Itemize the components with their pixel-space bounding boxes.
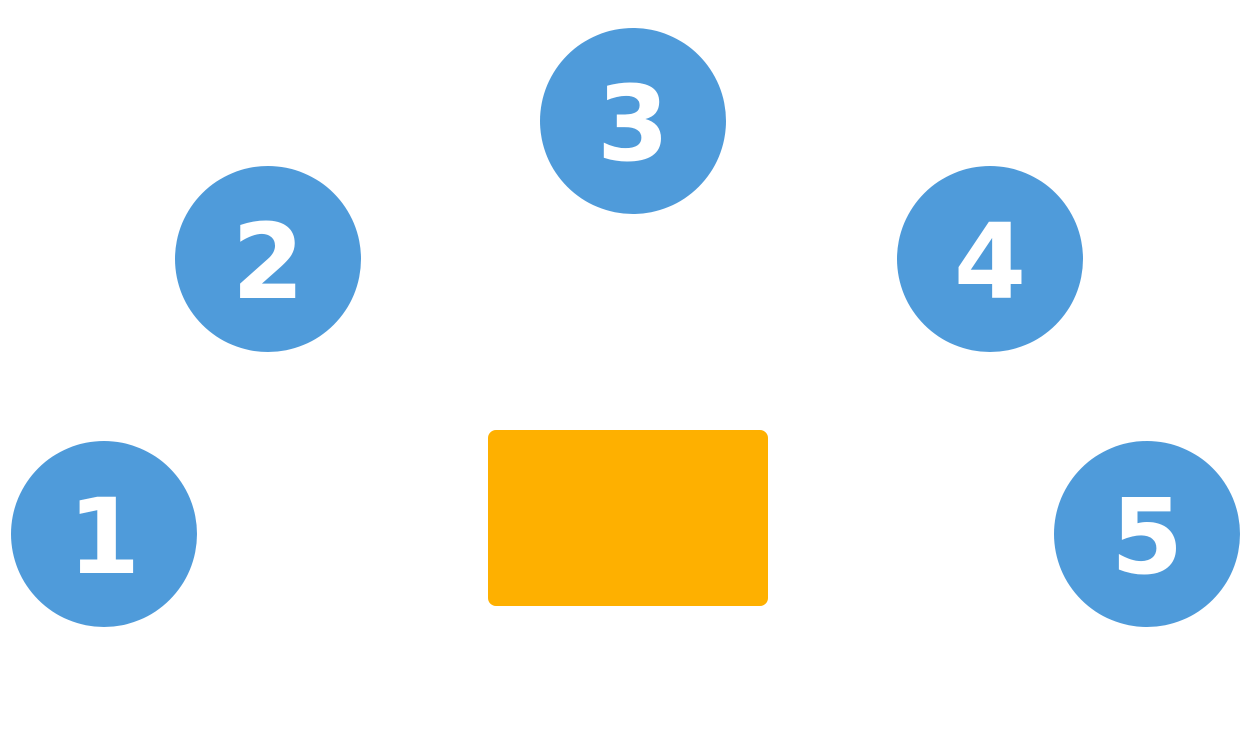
node-label-2: 2 (231, 201, 305, 323)
node-label-1: 1 (67, 476, 141, 598)
node-label-4: 4 (953, 201, 1027, 323)
numbered-circle-2: 2 (175, 166, 361, 352)
numbered-circle-1: 1 (11, 441, 197, 627)
numbered-circle-3: 3 (540, 28, 726, 214)
node-label-3: 3 (596, 63, 670, 185)
numbered-circle-4: 4 (897, 166, 1083, 352)
node-label-5: 5 (1110, 476, 1184, 598)
center-rectangle (488, 430, 768, 606)
numbered-circle-5: 5 (1054, 441, 1240, 627)
